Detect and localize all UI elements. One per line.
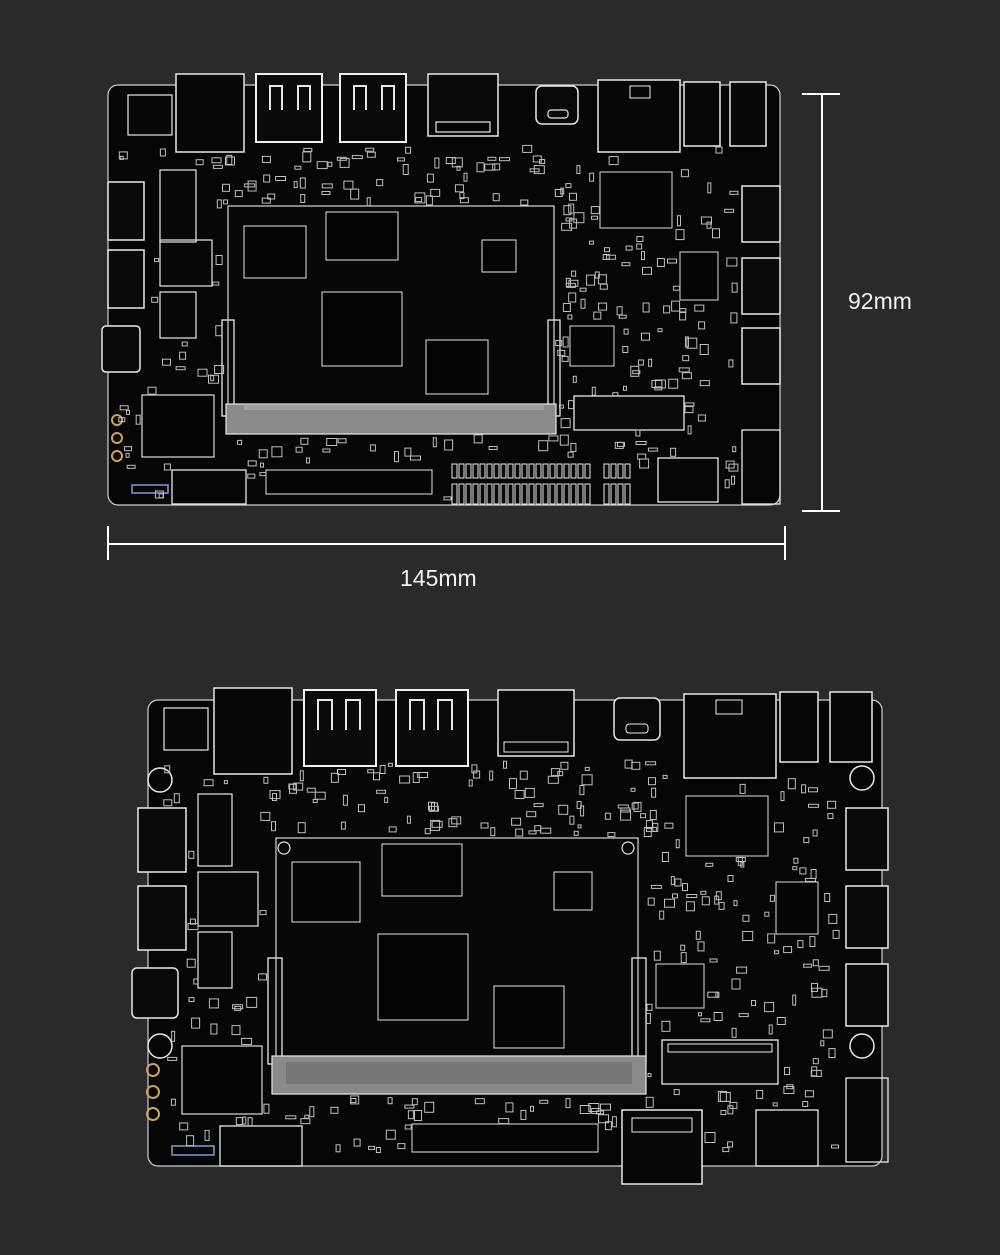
- bottom-left-usb-stack-1: [197, 793, 233, 867]
- bottom-antenna-3: [146, 1107, 160, 1121]
- top-wifi-module: [141, 394, 215, 458]
- top-mipi-slot: [265, 469, 433, 495]
- bottom-usb-port-1: [303, 689, 377, 767]
- top-left-header-2: [107, 249, 145, 309]
- bottom-left-header-2: [137, 885, 187, 951]
- top-antenna-2: [111, 432, 123, 444]
- bottom-ram-chip-1: [291, 861, 361, 923]
- bottom-smd-components: [163, 759, 840, 1153]
- top-ffc-connector: [131, 484, 169, 494]
- top-left-usb-stack-2: [159, 239, 213, 287]
- top-gpio-header-small: [603, 463, 631, 505]
- bottom-soc-chip: [377, 933, 469, 1021]
- bottom-chip-right-3: [655, 963, 705, 1009]
- top-antenna-3: [111, 450, 123, 462]
- bottom-pmic-chip: [553, 871, 593, 911]
- height-label: 92mm: [848, 288, 912, 314]
- bottom-wifi-module: [181, 1045, 263, 1115]
- bottom-chip-right-2: [775, 881, 819, 935]
- top-audio-jack-1: [683, 81, 721, 147]
- top-chip-right-1: [599, 171, 673, 229]
- bottom-mount-hole-1: [147, 767, 173, 793]
- top-left-usb-stack-3: [159, 291, 197, 339]
- bottom-mount-hole-3: [147, 1033, 173, 1059]
- top-audio-jack-2: [729, 81, 767, 147]
- top-gpio-header: [451, 463, 591, 505]
- bottom-power-connector: [755, 1109, 819, 1167]
- top-usb-port-1: [255, 73, 323, 143]
- top-smd-components: [118, 144, 739, 501]
- bottom-right-header-3: [845, 963, 889, 1027]
- bottom-usb-port-2: [395, 689, 469, 767]
- top-antenna-1: [111, 414, 123, 426]
- top-left-usb-stack-1: [159, 169, 197, 243]
- top-dc-jack: [175, 73, 245, 153]
- bottom-mipi-slot: [411, 1123, 599, 1153]
- bottom-left-header-1: [137, 807, 187, 873]
- top-ram-chip-2: [325, 211, 399, 261]
- bottom-fan-header: [219, 1125, 303, 1167]
- top-chip-right-2: [679, 251, 719, 301]
- bottom-dc-jack: [213, 687, 293, 775]
- bottom-left-usb-c: [131, 967, 179, 1019]
- bottom-m2-slot: [661, 1039, 779, 1085]
- bottom-mount-hole-4: [849, 1033, 875, 1059]
- top-right-header-2: [741, 257, 781, 315]
- board-bottom-view: [131, 687, 889, 1185]
- top-power-connector: [657, 457, 719, 503]
- bottom-antenna-1: [146, 1063, 160, 1077]
- top-ram-chip-1: [243, 225, 307, 279]
- board-top-view: [101, 73, 781, 506]
- top-fan-header: [171, 469, 247, 505]
- bottom-rj45-port: [683, 693, 777, 779]
- bottom-emmc-chip: [493, 985, 565, 1049]
- top-chip-right-3: [569, 325, 615, 367]
- bottom-right-header-2: [845, 885, 889, 949]
- top-left-usb-c: [101, 325, 141, 373]
- bottom-antenna-2: [146, 1085, 160, 1099]
- top-right-vertical-connector: [741, 429, 781, 505]
- top-emmc-chip: [425, 339, 489, 395]
- top-soc-chip: [321, 291, 403, 367]
- bottom-right-header-1: [845, 807, 889, 871]
- top-rj45-port: [597, 79, 681, 153]
- width-dimension: [107, 526, 786, 560]
- bottom-audio-jack-1: [779, 691, 819, 763]
- top-right-header-1: [741, 185, 781, 243]
- top-m2-slot: [573, 395, 685, 431]
- top-left-header-1: [107, 181, 145, 241]
- top-pmic-chip: [481, 239, 517, 273]
- height-dimension: [802, 93, 840, 512]
- bottom-rtc-block: [163, 707, 209, 751]
- top-rtc-block: [127, 94, 173, 136]
- bottom-usb-port-front: [621, 1109, 703, 1185]
- bottom-chip-right-1: [685, 795, 769, 857]
- top-usb-port-2: [339, 73, 407, 143]
- bottom-left-usb-stack-2: [197, 871, 259, 927]
- bottom-audio-jack-2: [829, 691, 873, 763]
- bottom-left-usb-stack-3: [197, 931, 233, 989]
- bottom-hdmi-port: [497, 689, 575, 757]
- width-label: 145mm: [400, 565, 477, 591]
- bottom-usb-c-port: [613, 697, 661, 741]
- bottom-ram-chip-2: [381, 843, 463, 897]
- top-right-header-3: [741, 327, 781, 385]
- bottom-right-vertical-connector: [845, 1077, 889, 1163]
- top-hdmi-port: [427, 73, 499, 137]
- bottom-mount-hole-2: [849, 765, 875, 791]
